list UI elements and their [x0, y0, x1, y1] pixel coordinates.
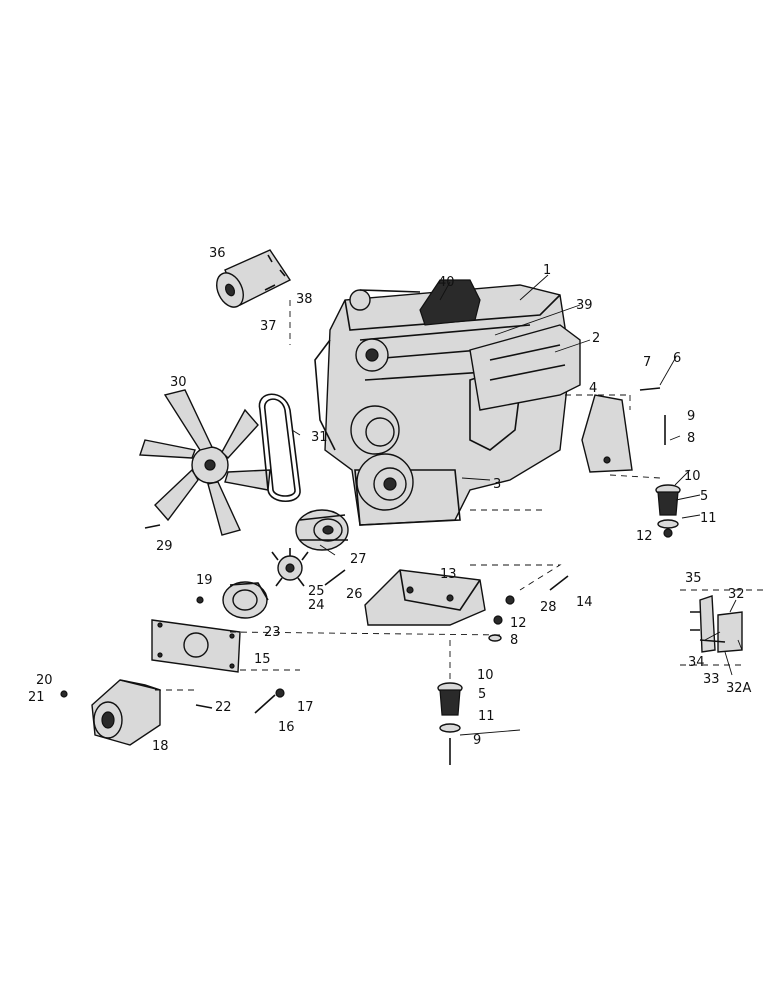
callout-13: 13 [440, 567, 457, 582]
callout-4: 4 [589, 381, 597, 396]
callout-29: 29 [156, 539, 173, 554]
callout-24: 24 [308, 598, 325, 613]
callout-31: 31 [311, 430, 328, 445]
callout-11: 11 [700, 511, 717, 526]
hydraulic-pump [91, 679, 161, 746]
crankshaft-pulleys [350, 338, 414, 511]
callout-12: 12 [510, 616, 527, 631]
callout-8: 8 [687, 431, 695, 446]
callout-12: 12 [636, 529, 653, 544]
pump-adapter [222, 581, 269, 619]
callout-8: 8 [510, 633, 518, 648]
callout-20: 20 [36, 673, 53, 688]
callout-9: 9 [687, 409, 695, 424]
drive-belt [258, 393, 301, 503]
callout-7: 7 [643, 355, 651, 370]
callout-27: 27 [350, 552, 367, 567]
small-hardware [60, 284, 569, 714]
callout-10: 10 [477, 668, 494, 683]
engine-block [314, 279, 571, 526]
callout-9: 9 [473, 733, 481, 748]
coupling-hub [271, 548, 309, 587]
pump-drive-pulley [295, 509, 349, 551]
callout-23: 23 [264, 625, 281, 640]
callout-30: 30 [170, 375, 187, 390]
bolts-9 [449, 387, 666, 765]
callout-16: 16 [278, 720, 295, 735]
callout-37: 37 [260, 319, 277, 334]
callout-14: 14 [576, 595, 593, 610]
callout-40: 40 [438, 275, 455, 290]
engine-mount-bracket-front [364, 569, 486, 626]
callout-3: 3 [493, 477, 501, 492]
callout-labels: 1 2 3 4 5 5 6 7 8 8 9 9 10 10 11 11 12 1… [28, 246, 752, 754]
callout-25: 25 [308, 584, 325, 599]
alignment-lines [155, 300, 765, 691]
leader-lines [291, 274, 743, 736]
callout-22: 22 [215, 700, 232, 715]
callout-17: 17 [297, 700, 314, 715]
callout-35: 35 [685, 571, 702, 586]
engine-mount-bracket-rear [581, 394, 633, 473]
callout-39: 39 [576, 298, 593, 313]
callout-18: 18 [152, 739, 169, 754]
bolt-26 [324, 569, 346, 586]
air-filter [216, 249, 292, 308]
callout-2: 2 [592, 331, 600, 346]
callout-34: 34 [688, 655, 705, 670]
callout-32a: 32A [726, 681, 752, 696]
callout-6: 6 [673, 351, 681, 366]
callout-11: 11 [478, 709, 495, 724]
exhaust-manifold [469, 324, 581, 411]
callout-32: 32 [728, 587, 745, 602]
isolator-rear [655, 484, 681, 538]
callout-21: 21 [28, 690, 45, 705]
callout-38: 38 [296, 292, 313, 307]
callout-1: 1 [543, 263, 551, 278]
callout-33: 33 [703, 672, 720, 687]
callout-5: 5 [478, 687, 486, 702]
cooling-fan [139, 389, 271, 536]
callout-10: 10 [684, 469, 701, 484]
isolator-front [437, 682, 463, 733]
callout-28: 28 [540, 600, 557, 615]
callout-5: 5 [700, 489, 708, 504]
callout-36: 36 [209, 246, 226, 261]
mounting-plate [151, 619, 241, 673]
callout-26: 26 [346, 587, 363, 602]
callout-15: 15 [254, 652, 271, 667]
callout-19: 19 [196, 573, 213, 588]
